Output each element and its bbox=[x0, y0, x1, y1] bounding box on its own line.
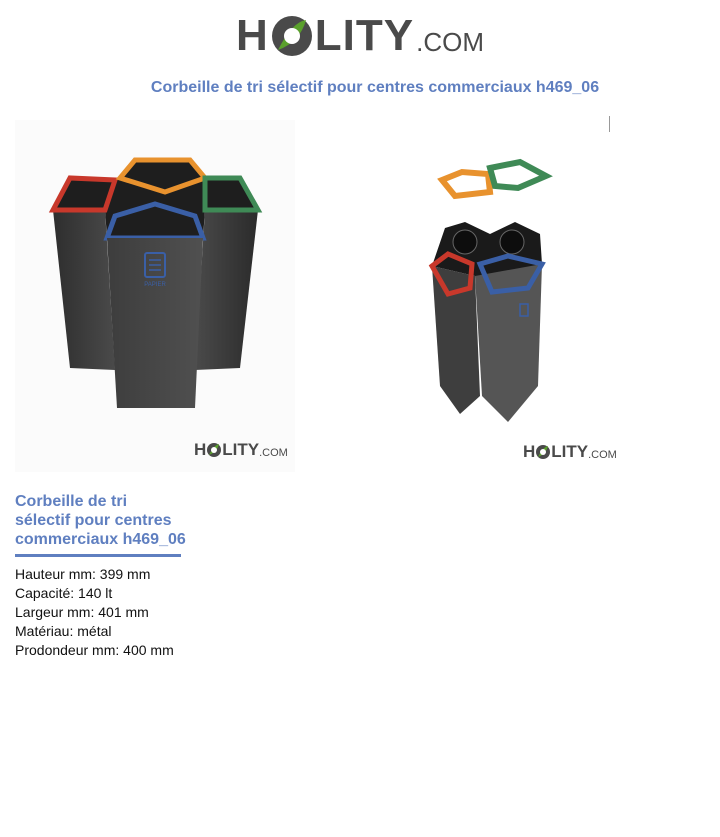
spec-width: Largeur mm: 401 mm bbox=[15, 604, 149, 620]
product-title-line: Corbeille de tri bbox=[15, 493, 128, 510]
logo-o-icon bbox=[271, 16, 312, 56]
small-logo-o-icon bbox=[207, 443, 222, 457]
title-underline bbox=[15, 554, 181, 557]
small-logo-com: .COM bbox=[588, 448, 617, 461]
logo-text-com: .COM bbox=[416, 26, 484, 57]
right-image-logo: H LITY .COM bbox=[523, 442, 617, 462]
small-logo-com: .COM bbox=[259, 446, 288, 459]
logo-text-h: H bbox=[236, 11, 269, 60]
small-logo-h: H bbox=[523, 442, 536, 461]
product-image-exploded[interactable] bbox=[330, 116, 612, 470]
small-logo-o-icon bbox=[536, 445, 551, 459]
logo-text-lity: LITY bbox=[314, 11, 415, 60]
spec-material: Matériau: métal bbox=[15, 623, 112, 639]
spec-depth: Prodondeur mm: 400 mm bbox=[15, 642, 174, 658]
paper-label: PAPIER bbox=[144, 282, 166, 288]
product-image-front[interactable]: PAPIER bbox=[15, 120, 295, 472]
small-logo-lity: LITY bbox=[222, 440, 260, 459]
product-title: Corbeille de tri sélectif pour centres c… bbox=[15, 492, 195, 549]
spec-list: Hauteur mm: 399 mm Capacité: 140 lt Larg… bbox=[15, 565, 174, 660]
paper-icon bbox=[519, 303, 529, 317]
small-logo-lity: LITY bbox=[551, 442, 589, 461]
spec-capacity: Capacité: 140 lt bbox=[15, 585, 113, 601]
page-title: Corbeille de tri sélectif pour centres c… bbox=[150, 79, 600, 96]
left-image-logo: H LITY .COM bbox=[194, 440, 288, 460]
holity-logo[interactable]: H LITY .COM bbox=[0, 10, 720, 70]
product-title-line: commerciaux h469_06 bbox=[15, 531, 186, 548]
paper-icon bbox=[144, 252, 166, 278]
bin-exploded-illustration bbox=[428, 158, 553, 422]
spec-height: Hauteur mm: 399 mm bbox=[15, 566, 151, 582]
small-logo-h: H bbox=[194, 440, 207, 459]
bin-front-illustration: PAPIER bbox=[48, 157, 263, 408]
divider-line bbox=[609, 116, 610, 132]
product-title-line: sélectif pour centres bbox=[15, 512, 172, 529]
